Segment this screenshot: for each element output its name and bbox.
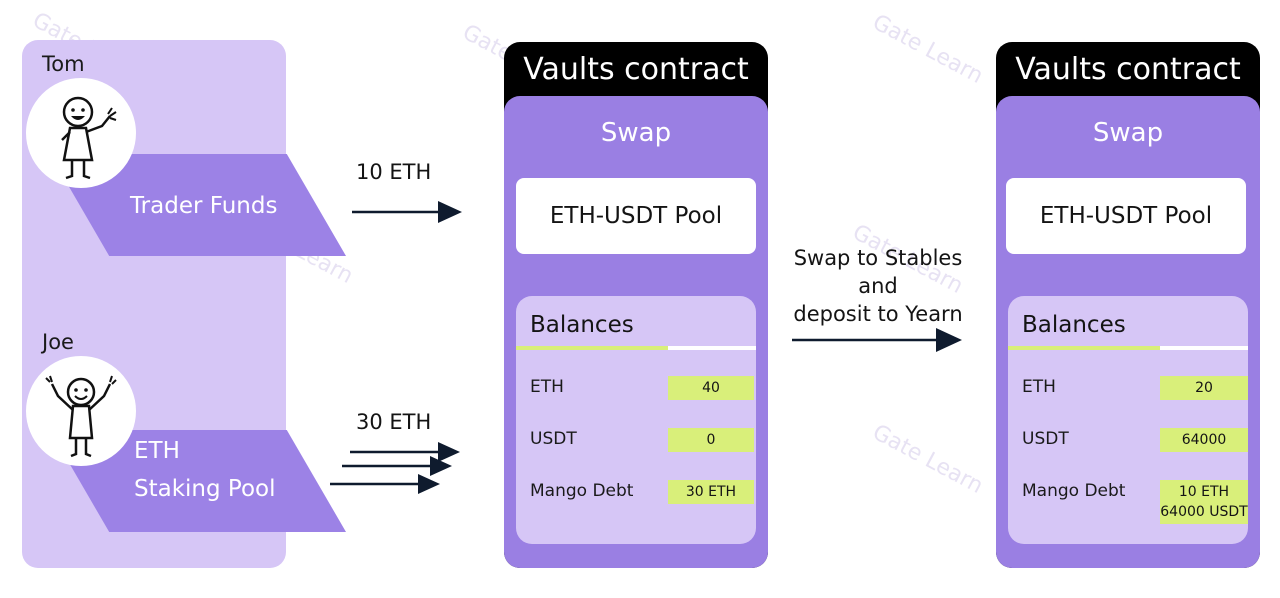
stick-figure-cheering-icon [45, 375, 117, 458]
swap-deposit-line3: deposit to Yearn [793, 302, 963, 326]
swap-deposit-line1: Swap to Stables [793, 246, 963, 270]
balances-divider-end-after [1160, 346, 1248, 350]
trader-funds-label: Trader Funds [130, 193, 278, 219]
arrow-right-icon-2 [792, 328, 962, 352]
balances-title-before: Balances [530, 312, 634, 338]
vault-title-before: Vaults contract [523, 52, 749, 87]
balance-value-usdt-after-text: 64000 [1181, 432, 1227, 448]
swap-deposit-line2: and [858, 274, 898, 298]
balance-value-mango-debt-before: 30 ETH [668, 480, 754, 504]
balance-value-mango-debt-after-usdt: 64000 USDT [1160, 504, 1248, 520]
swap-deposit-label: Swap to Stables and deposit to Yearn [778, 244, 978, 328]
swap-title-before: Swap [600, 118, 672, 148]
balance-value-eth-before: 40 [668, 376, 754, 400]
balance-value-mango-debt-after: 10 ETH 64000 USDT [1160, 480, 1248, 524]
tom-name: Tom [42, 52, 85, 76]
swap-title-after: Swap [1092, 118, 1164, 148]
balance-label-eth-before: ETH [530, 377, 564, 397]
balances-divider-end-before [668, 346, 756, 350]
balance-label-eth-after: ETH [1022, 377, 1056, 397]
balance-label-mango-debt-before: Mango Debt [530, 481, 634, 501]
watermark-7: Gate Learn [868, 420, 987, 499]
balance-value-mango-debt-before-text: 30 ETH [685, 484, 737, 500]
balance-label-mango-debt-after: Mango Debt [1022, 481, 1126, 501]
triple-arrow-icon [330, 442, 460, 494]
balances-title-after: Balances [1022, 312, 1126, 338]
stick-figure-waving-icon [61, 96, 117, 180]
balance-value-mango-debt-after-eth: 10 ETH [1178, 484, 1230, 500]
balance-value-eth-before-text: 40 [702, 380, 720, 396]
balance-value-usdt-before-text: 0 [706, 432, 716, 448]
balance-label-usdt-after: USDT [1022, 429, 1069, 449]
balance-value-eth-after-text: 20 [1195, 380, 1213, 396]
joe-avatar [26, 356, 136, 466]
balance-value-eth-after: 20 [1160, 376, 1248, 400]
joe-name: Joe [42, 330, 74, 354]
watermark-3: Gate Learn [868, 10, 987, 89]
eth-usdt-pool-before: ETH-USDT Pool [516, 178, 756, 254]
balance-label-usdt-before: USDT [530, 429, 577, 449]
tom-avatar [26, 78, 136, 188]
balance-value-usdt-before: 0 [668, 428, 754, 452]
vault-title-after: Vaults contract [1015, 52, 1241, 87]
arrow-right-icon [352, 201, 462, 223]
balances-divider-before [516, 346, 668, 350]
balance-value-usdt-after: 64000 [1160, 428, 1248, 452]
arrow-label-30-eth: 30 ETH [356, 410, 432, 434]
eth-staking-pool-label-line1: ETH [134, 438, 180, 464]
arrow-label-10-eth: 10 ETH [356, 160, 432, 184]
eth-usdt-pool-after: ETH-USDT Pool [1006, 178, 1246, 254]
balances-divider-after [1008, 346, 1160, 350]
eth-staking-pool-label-line2: Staking Pool [134, 476, 276, 502]
